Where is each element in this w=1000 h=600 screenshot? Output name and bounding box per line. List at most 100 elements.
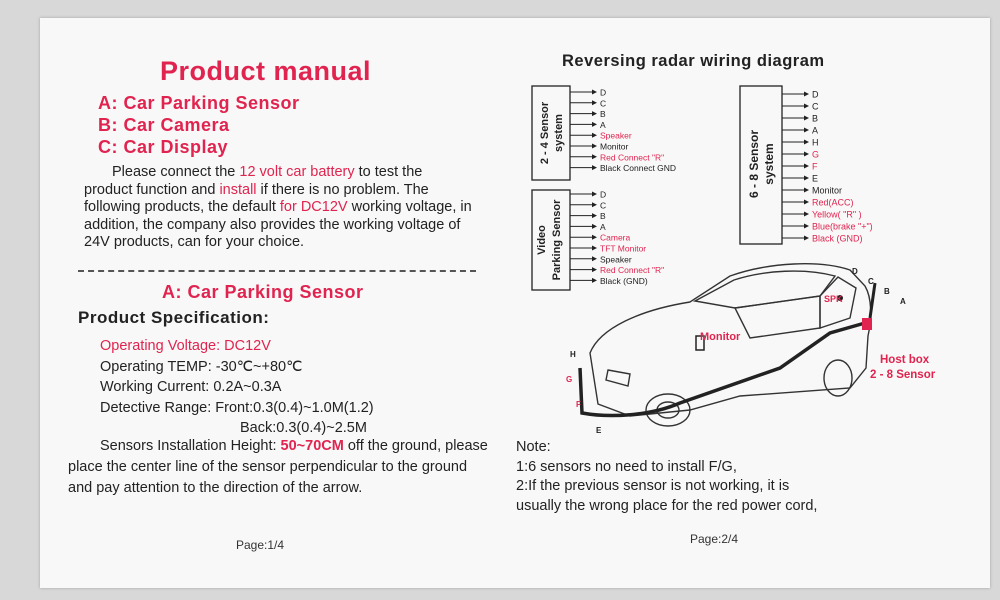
diagram-title: Reversing radar wiring diagram <box>562 52 825 70</box>
wire-label: D <box>600 190 606 200</box>
note-line-1: 1:6 sensors no need to install F/G, <box>516 458 737 475</box>
box2-label-2: Parking Sensor <box>551 199 563 280</box>
wire-arrow-icon <box>804 163 809 169</box>
car-letter-b: B <box>884 287 890 296</box>
wire-label: A <box>812 126 818 136</box>
note-line-3: usually the wrong place for the red powe… <box>516 497 818 514</box>
wiring-diagram: 2 - 4 Sensor system DCBASpeakerMonitorRe… <box>531 85 936 435</box>
wire-label: D <box>812 90 819 100</box>
wire-arrow-icon <box>804 187 809 193</box>
wire-arrow-icon <box>592 89 597 95</box>
wire-label: E <box>812 174 818 184</box>
wire-arrow-icon <box>804 139 809 145</box>
sensor-box-6-8 <box>739 85 783 245</box>
note-line-2: 2:If the previous sensor is not working,… <box>516 478 790 494</box>
wire-label: C <box>812 102 819 112</box>
wire-arrow-icon <box>804 103 809 109</box>
wire-label: B <box>812 114 818 124</box>
wire-arrow-icon <box>592 165 597 171</box>
wire-arrow-icon <box>592 143 597 149</box>
spec-list: Operating Voltage: DC12V Operating TEMP:… <box>100 336 374 439</box>
car-letter-g: G <box>566 375 572 384</box>
wire-arrow-icon <box>804 211 809 217</box>
page-title: Product manual <box>160 56 372 86</box>
wire-label: Blue(brake "+") <box>812 222 873 232</box>
intro-highlight-battery: 12 volt car battery <box>239 164 355 180</box>
wire-label: Camera <box>600 233 631 243</box>
wire-label: C <box>600 98 606 108</box>
front-wheel <box>645 393 691 427</box>
monitor-icon <box>695 335 705 351</box>
section-heading: A: Car Parking Sensor <box>162 282 364 302</box>
install-text-1: Sensors Installation Height: <box>100 438 281 454</box>
wire-label: Yellow( "R" ) <box>812 210 862 220</box>
wire-arrow-icon <box>592 191 597 197</box>
wire-arrow-icon <box>592 213 597 219</box>
page-number: Page:2/4 <box>690 532 739 546</box>
host-box-label: Host box <box>880 354 930 366</box>
spec-heading: Product Specification: <box>78 308 270 327</box>
box1-label-1: 2 - 4 Sensor <box>539 101 551 164</box>
car-windshield <box>692 270 837 309</box>
spec-temp: Operating TEMP: -30℃~+80℃ <box>100 358 303 375</box>
intro-text-1: Please connect the <box>112 164 240 180</box>
box1-label-2: system <box>553 114 565 152</box>
wire-arrow-icon <box>592 132 597 138</box>
wire-arrow-icon <box>592 202 597 208</box>
note-block: Note: 1:6 sensors no need to install F/G… <box>516 438 817 516</box>
rear-cable <box>868 282 877 319</box>
wire-arrow-icon <box>592 256 597 262</box>
box2-label-1: Video <box>536 225 548 255</box>
intro-paragraph: Please connect the 12 volt car battery t… <box>84 164 474 252</box>
wire-arrow-icon <box>804 199 809 205</box>
spec-range-back: Back:0.3(0.4)~2.5M <box>240 420 367 436</box>
wire-label: Black (GND) <box>600 276 648 286</box>
wire-label: Monitor <box>812 186 842 196</box>
wire-arrow-icon <box>592 234 597 240</box>
spec-current: Working Current: 0.2A~0.3A <box>100 379 282 395</box>
dashed-divider <box>78 270 476 272</box>
product-item-c: C: Car Display <box>98 137 229 157</box>
wire-label: A <box>600 120 606 130</box>
product-item-b: B: Car Camera <box>98 115 230 135</box>
wire-label: F <box>812 162 818 172</box>
sensor-box-2-4 <box>531 85 571 181</box>
wire-arrow-icon <box>592 111 597 117</box>
box3-label-2: system <box>762 143 776 184</box>
host-box-sub-label: 2 - 8 Sensor <box>870 369 936 381</box>
wire-label: H <box>812 138 819 148</box>
install-paragraph: Sensors Installation Height: 50~70CM off… <box>68 436 488 499</box>
wire-arrow-icon <box>592 245 597 251</box>
headlight <box>605 369 631 387</box>
car-side-window <box>733 295 821 339</box>
car-wiring <box>578 282 877 418</box>
wire-label: B <box>600 109 606 119</box>
car-letter-d: D <box>852 267 858 276</box>
page-1: Product manual A: Car Parking Sensor B: … <box>40 18 520 588</box>
wire-label: Black (GND) <box>812 234 863 244</box>
wire-label: A <box>600 222 606 232</box>
wire-arrow-icon <box>592 267 597 273</box>
box3-label-1: 6 - 8 Sensor <box>747 130 761 198</box>
wire-label: Speaker <box>600 254 632 264</box>
manual-sheet: Product manual A: Car Parking Sensor B: … <box>40 18 990 588</box>
wire-arrow-icon <box>804 175 809 181</box>
note-heading: Note: <box>516 439 551 455</box>
page-number: Page:1/4 <box>236 538 285 552</box>
car-letter-e: E <box>596 426 602 435</box>
product-list: A: Car Parking Sensor B: Car Camera C: C… <box>98 92 300 158</box>
car-letter-a: A <box>900 297 906 306</box>
wire-arrow-icon <box>804 115 809 121</box>
wire-arrow-icon <box>804 235 809 241</box>
wire-label: Red Connect "R" <box>600 152 664 162</box>
wire-arrow-icon <box>804 91 809 97</box>
spec-voltage: Operating Voltage: DC12V <box>100 338 271 354</box>
harness-cable <box>578 321 866 418</box>
intro-text-2: to test the product function and <box>84 164 423 198</box>
wire-arrow-icon <box>592 223 597 229</box>
wire-label: Black Connect GND <box>600 163 676 173</box>
wire-arrow-icon <box>804 127 809 133</box>
wire-label: D <box>600 88 606 98</box>
video-parking-box <box>531 189 571 291</box>
